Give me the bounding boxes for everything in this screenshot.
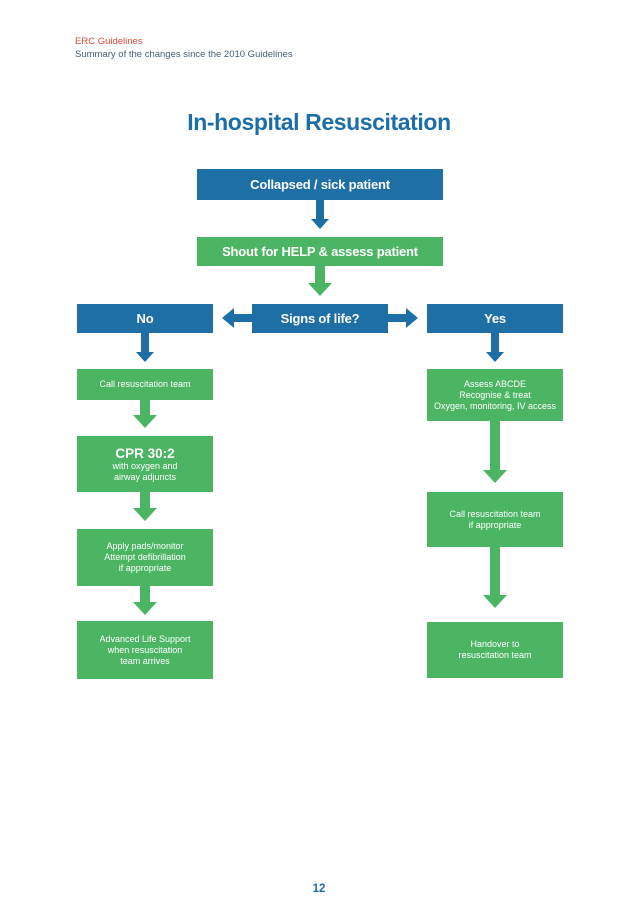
node-yes: Yes: [427, 304, 563, 333]
node-label: Advanced Life Support when resuscitation…: [99, 633, 191, 666]
node-advanced-life-support: Advanced Life Support when resuscitation…: [77, 621, 213, 679]
node-label: Assess ABCDE Recognise & treat Oxygen, m…: [433, 378, 557, 411]
node-call-team-if-appropriate: Call resuscitation team if appropriate: [427, 492, 563, 547]
node-label: with oxygen and airway adjuncts: [112, 460, 178, 482]
node-label: Collapsed / sick patient: [250, 177, 390, 192]
node-apply-pads-monitor: Apply pads/monitor Attempt defibrillatio…: [77, 529, 213, 586]
arrow-down-icon: [483, 547, 507, 608]
arrow-down-icon: [133, 492, 157, 521]
arrow-down-icon: [483, 421, 507, 483]
arrow-down-icon: [486, 333, 504, 362]
node-label: Call resuscitation team: [99, 379, 191, 389]
arrow-down-icon: [133, 586, 157, 615]
node-call-resuscitation-team: Call resuscitation team: [77, 369, 213, 400]
arrow-left-icon: [222, 308, 252, 328]
arrow-down-icon: [308, 266, 332, 296]
arrow-right-icon: [388, 308, 418, 328]
arrow-down-icon: [136, 333, 154, 362]
node-signs-of-life: Signs of life?: [252, 304, 388, 333]
node-shout-for-help: Shout for HELP & assess patient: [197, 237, 443, 266]
node-label: Apply pads/monitor Attempt defibrillatio…: [104, 541, 186, 573]
node-label: Call resuscitation team if appropriate: [449, 508, 541, 530]
node-assess-abcde: Assess ABCDE Recognise & treat Oxygen, m…: [427, 369, 563, 421]
node-no: No: [77, 304, 213, 333]
page-title: In-hospital Resuscitation: [187, 109, 451, 135]
summary-subtitle: Summary of the changes since the 2010 Gu…: [75, 49, 293, 60]
node-heading: CPR 30:2: [115, 445, 175, 461]
arrow-down-icon: [311, 200, 329, 229]
node-label: Shout for HELP & assess patient: [222, 244, 418, 259]
node-collapsed-sick-patient: Collapsed / sick patient: [197, 169, 443, 200]
node-cpr-30-2: CPR 30:2 with oxygen and airway adjuncts: [77, 436, 213, 492]
erc-guidelines-label: ERC Guidelines: [75, 36, 143, 47]
node-label: Yes: [484, 311, 506, 326]
node-label: No: [136, 311, 154, 326]
node-label: Signs of life?: [280, 311, 360, 326]
node-label: Handover to resuscitation team: [458, 639, 532, 660]
page-number: 12: [312, 883, 326, 895]
node-handover-to-team: Handover to resuscitation team: [427, 622, 563, 678]
arrow-down-icon: [133, 400, 157, 428]
